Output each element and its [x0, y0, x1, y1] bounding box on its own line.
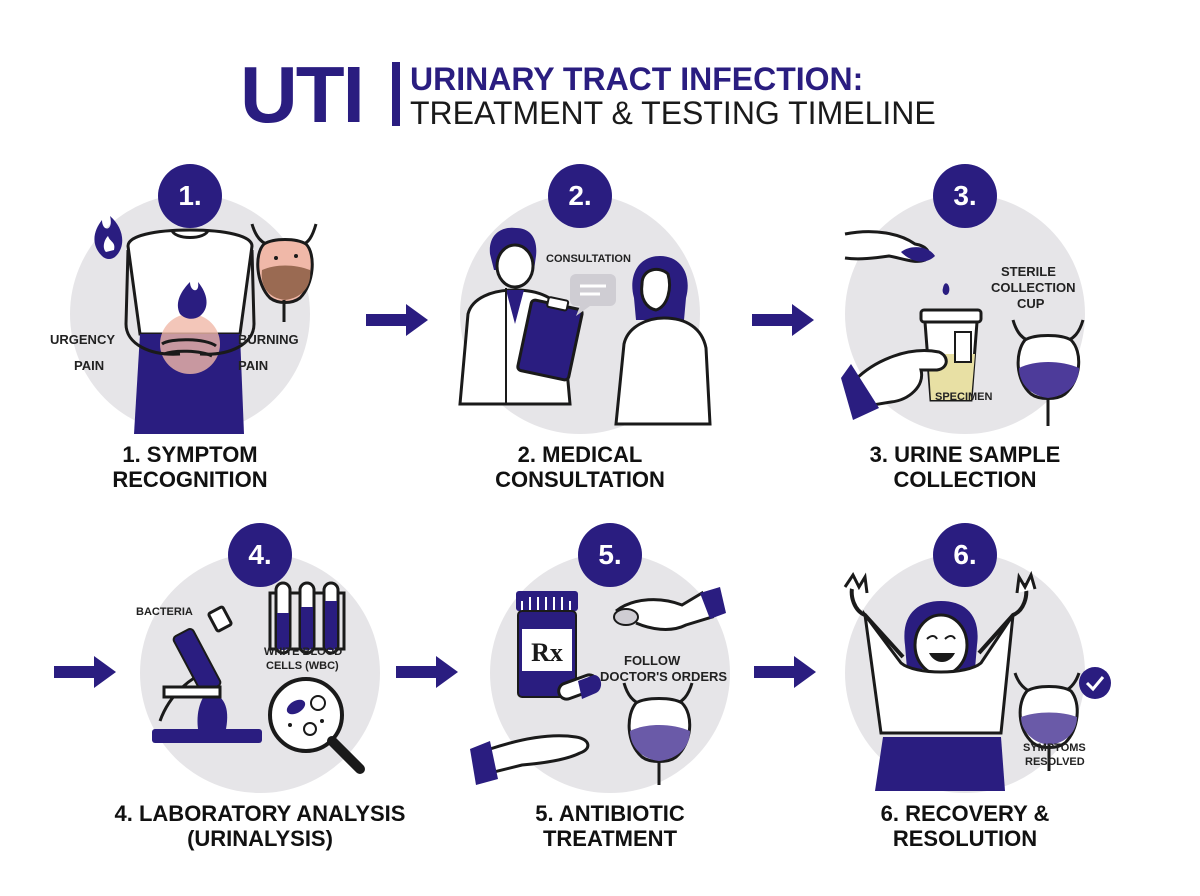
bladder-icon: [250, 223, 318, 322]
collection-label: COLLECTION: [991, 280, 1076, 295]
hand-icon: [844, 230, 950, 295]
patient-icon: [614, 256, 712, 426]
step-4-laboratory-analysis: BACTERIA WHITE BLOOD CELLS (WBC) 4. 4. L…: [100, 523, 430, 853]
follow-label: FOLLOW: [624, 653, 681, 668]
test-tubes-icon: [268, 581, 346, 655]
step-4-illustration: [152, 581, 365, 774]
cup-label: CUP: [1017, 296, 1045, 311]
consultation-bubble-label: CONSULTATION: [546, 253, 631, 265]
burning-pain-label: PAIN: [238, 358, 269, 373]
flame-icon: [94, 216, 123, 259]
sterile-label: STERILE: [1001, 264, 1056, 279]
arrow-right-icon: [396, 656, 458, 688]
step-2-title-line1: 2. MEDICAL: [517, 442, 643, 467]
step-5-antibiotic-treatment: Rx FOLLOW DOCTOR'S ORDERS 5. 5. ANTIBIOT…: [450, 523, 780, 853]
check-icon: [1079, 667, 1111, 699]
step-2-illustration: [458, 227, 712, 426]
step-6-badge: 6.: [933, 523, 997, 587]
step-6-title: 6. RECOVERY & RESOLUTION: [805, 801, 1125, 851]
bladder-icon: [1013, 672, 1081, 771]
arrow-right-icon: [54, 656, 116, 688]
step-4-title-line2: (URINALYSIS): [187, 826, 333, 851]
urgency-label: URGENCY: [50, 332, 116, 347]
step-5-badge: 5.: [578, 523, 642, 587]
header-subtitle: TREATMENT & TESTING TIMELINE: [410, 95, 936, 131]
happy-person-icon: [843, 570, 1037, 791]
step-6-title-line1: 6. RECOVERY &: [880, 801, 1050, 826]
step-5-title-line1: 5. ANTIBIOTIC: [535, 801, 685, 826]
arrow-right-icon: [754, 656, 816, 688]
speech-bubble-icon: [570, 274, 616, 316]
resolved-label: RESOLVED: [1025, 756, 1085, 768]
magnifier-icon: [268, 677, 365, 774]
header-acronym: UTI: [240, 50, 365, 139]
bladder-icon: [622, 682, 694, 785]
step-3-title-line1: 3. URINE SAMPLE: [869, 442, 1061, 467]
microscope-icon: [152, 605, 262, 743]
step-5-illustration: Rx: [470, 587, 726, 785]
specimen-label: SPECIMEN: [935, 391, 993, 403]
pill-bottle-icon: Rx: [516, 591, 578, 698]
step-6-illustration: [843, 570, 1111, 791]
arrow-right-icon: [366, 304, 428, 336]
step-1-symptom-recognition: URGENCY PAIN BURNING PAIN 1. 1. SYMPTOM …: [30, 164, 360, 494]
step-3-title-line2: COLLECTION: [893, 467, 1037, 492]
step-6-recovery-resolution: SYMPTOMS RESOLVED 6. 6. RECOVERY & RESOL…: [805, 523, 1135, 853]
step-4-badge: 4.: [228, 523, 292, 587]
step-2-title-line2: CONSULTATION: [495, 467, 665, 492]
step-3-illustration: [841, 230, 1085, 426]
step-1-badge: 1.: [158, 164, 222, 228]
step-1-title: 1. SYMPTOM RECOGNITION: [30, 442, 350, 492]
step-2-badge: 2.: [548, 164, 612, 228]
header-title: URINARY TRACT INFECTION:: [410, 61, 864, 97]
wbc-label-line1: WHITE BLOOD: [264, 646, 343, 658]
hand-icon: [470, 587, 726, 785]
symptoms-label: SYMPTOMS: [1023, 742, 1086, 754]
doctors-orders-label: DOCTOR'S ORDERS: [600, 669, 728, 684]
step-1-illustration: [94, 216, 318, 434]
step-1-title-line2: RECOGNITION: [112, 467, 268, 492]
step-2-medical-consultation: CONSULTATION 2. 2. MEDICAL CONSULTATION: [420, 164, 750, 494]
step-4-title-line1: 4. LABORATORY ANALYSIS: [114, 801, 406, 826]
step-3-urine-sample-collection: STERILE COLLECTION CUP SPECIMEN 3. 3. UR…: [805, 164, 1135, 494]
step-5-title: 5. ANTIBIOTIC TREATMENT: [450, 801, 770, 851]
arrow-right-icon: [752, 304, 814, 336]
step-1-title-line1: 1. SYMPTOM: [122, 442, 258, 467]
person-icon: [124, 228, 256, 434]
step-4-title: 4. LABORATORY ANALYSIS (URINALYSIS): [80, 801, 440, 851]
step-5-title-line2: TREATMENT: [542, 826, 678, 851]
clipboard-icon: [516, 296, 584, 382]
page-header: UTI URINARY TRACT INFECTION: TREATMENT &…: [240, 50, 1000, 140]
specimen-cup-icon: [841, 308, 983, 420]
bladder-icon: [1011, 319, 1085, 426]
burning-label: BURNING: [238, 332, 299, 347]
wbc-label-line2: CELLS (WBC): [266, 660, 339, 672]
step-3-title: 3. URINE SAMPLE COLLECTION: [805, 442, 1125, 492]
urgency-pain-label: PAIN: [74, 358, 105, 373]
capsule-icon: [557, 673, 602, 701]
header-divider: [392, 62, 400, 126]
step-6-title-line2: RESOLUTION: [892, 826, 1038, 851]
bacteria-label: BACTERIA: [136, 606, 193, 618]
step-2-title: 2. MEDICAL CONSULTATION: [420, 442, 740, 492]
step-3-badge: 3.: [933, 164, 997, 228]
rx-symbol: Rx: [531, 638, 563, 667]
